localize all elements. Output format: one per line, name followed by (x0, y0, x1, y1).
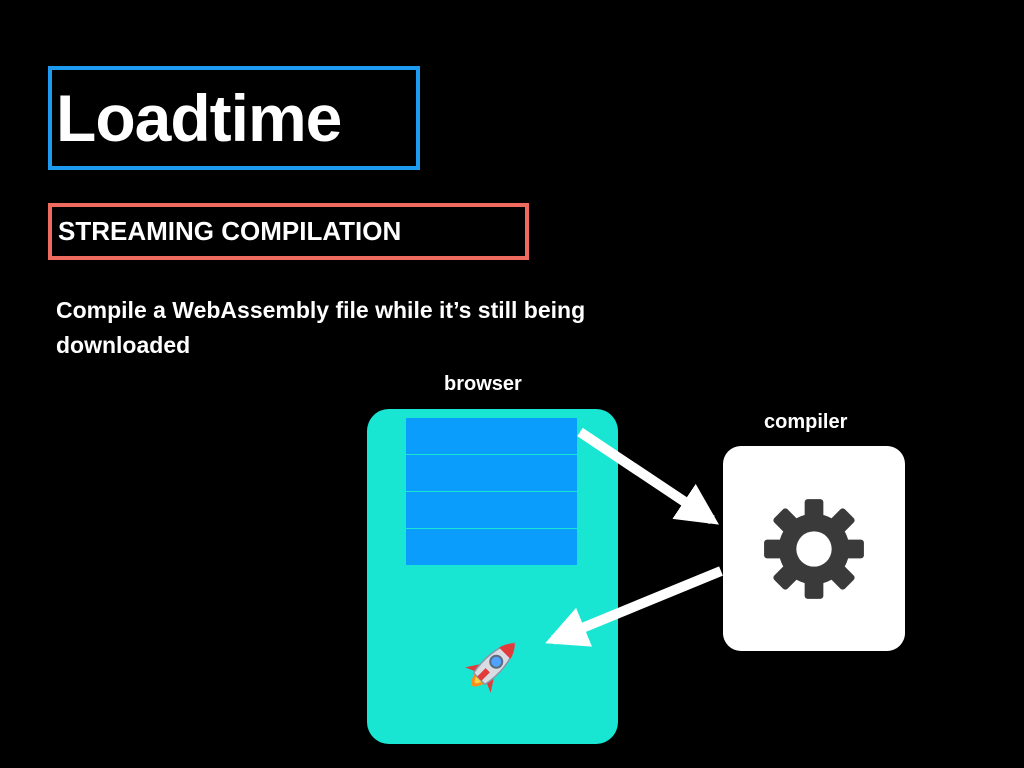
file-chunk-4 (406, 529, 577, 565)
title-frame (48, 66, 420, 170)
slide-title: Loadtime (56, 81, 342, 155)
file-chunk-1 (406, 418, 577, 454)
file-chunk-2 (406, 455, 577, 491)
gear-icon (764, 499, 864, 599)
compiler-label: compiler (764, 411, 848, 433)
subtitle-frame (48, 203, 529, 260)
slide-description: Compile a WebAssembly file while it’s st… (56, 297, 586, 358)
file-chunk-3 (406, 492, 577, 528)
rocket-icon (465, 642, 516, 693)
browser-label: browser (444, 373, 522, 395)
slide-subtitle: STREAMING COMPILATION (58, 216, 402, 246)
